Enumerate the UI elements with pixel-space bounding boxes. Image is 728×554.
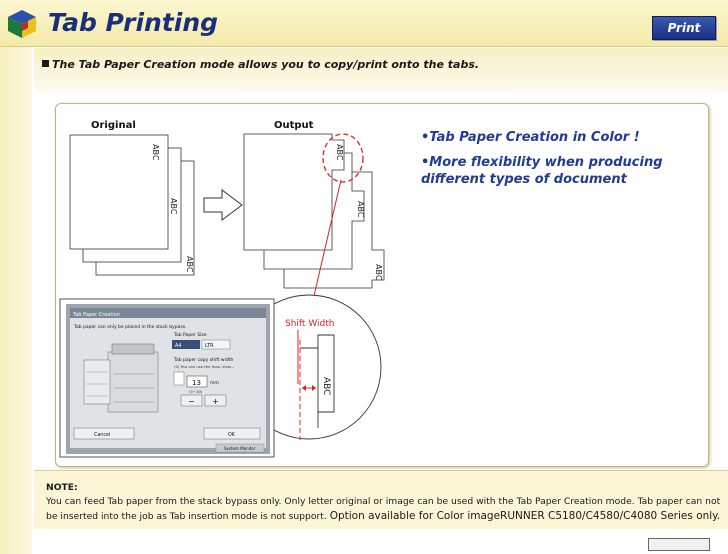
original-tab-text-2: ABC [169,198,178,215]
cancel-button[interactable] [73,427,135,440]
original-tab-text-1: ABC [151,144,160,161]
right-arrow-icon [203,189,243,221]
shift-hint-text: (0) You can use the max. slow... [174,364,234,369]
intro-label: The Tab Paper Creation mode allows you t… [52,58,480,71]
header-bar: Tab Printing Print [0,0,728,47]
plus-label: + [212,397,219,406]
touch-panel-screen: Tab Paper Creation Tab paper can only be… [59,298,275,458]
paper-size-option-1[interactable] [172,340,200,349]
minus-label: − [188,397,195,406]
page-title: Tab Printing [48,8,219,37]
shift-unit: mm [210,381,219,386]
left-decor-strip [0,47,32,554]
highlight-item-2: •More flexibility when producing differe… [421,155,663,187]
ok-button[interactable] [203,427,261,440]
paper-size-label: Tab Paper Size [173,332,207,338]
ok-label: OK [228,432,236,438]
note-box: NOTE: You can feed Tab paper from the st… [34,470,728,529]
plus-button[interactable] [204,394,227,407]
output-tab-text-2: ABC [356,201,365,218]
original-tab-text-3: ABC [185,256,194,273]
shift-value-field[interactable] [186,375,208,388]
zoom-tab-outline [300,334,335,428]
content-panel: Original ABC ABC ABC Output ABC ABC ABC … [55,103,709,467]
highlight-list: •Tab Paper Creation in Color ! •More fle… [421,129,691,196]
pointer-line [312,179,342,301]
minus-button[interactable] [180,394,203,407]
tab-preview-icon [173,371,185,386]
tab-highlight-circle [322,133,364,183]
shift-arrow-right-icon [312,385,316,391]
screen-subtitle: Tab paper can only be placed in the stac… [73,324,186,330]
shift-range: (0~20) [189,389,203,394]
system-monitor-label: System Monitor [224,446,256,451]
canon-logo-icon [8,10,36,38]
screen-titlebar [70,308,266,318]
intro-text: The Tab Paper Creation mode allows you t… [42,58,479,71]
shift-width-label: Shift Width [285,319,334,329]
paper-size-option-2[interactable] [201,339,231,350]
print-badge: Print [652,16,716,40]
tab-diagram: Original ABC ABC ABC Output ABC ABC ABC … [59,120,385,458]
note-label: NOTE: [46,482,78,493]
footer-box [648,538,710,551]
shift-setting-label: Tab paper copy shift width [173,357,233,363]
original-page-1 [69,134,169,250]
screen-title: Tab Paper Creation [72,312,120,318]
intro-bar: The Tab Paper Creation mode allows you t… [34,48,728,92]
shift-arrow-left-icon [302,385,306,391]
system-monitor-button[interactable] [215,443,265,453]
shift-value: 13 [192,379,201,387]
output-page-1 [243,133,345,251]
note-body: You can feed Tab paper from the stack by… [46,496,721,522]
zoom-tab-text: ABC [321,377,331,395]
output-tab-text-1: ABC [335,144,344,161]
cancel-label: Cancel [94,432,110,438]
highlight-item-1: •Tab Paper Creation in Color ! [421,130,640,145]
original-label: Original [91,120,136,131]
output-tab-text-3: ABC [374,264,383,281]
note-content: NOTE: You can feed Tab paper from the st… [46,481,722,524]
output-label: Output [274,120,314,131]
note-emphasis: Option available for Color imageRUNNER C… [329,510,721,522]
paper-size-option-1-label: A4 [175,343,182,349]
square-bullet-icon [42,60,49,67]
copier-icon [83,343,159,413]
paper-size-option-2-label: LTR [205,343,214,349]
